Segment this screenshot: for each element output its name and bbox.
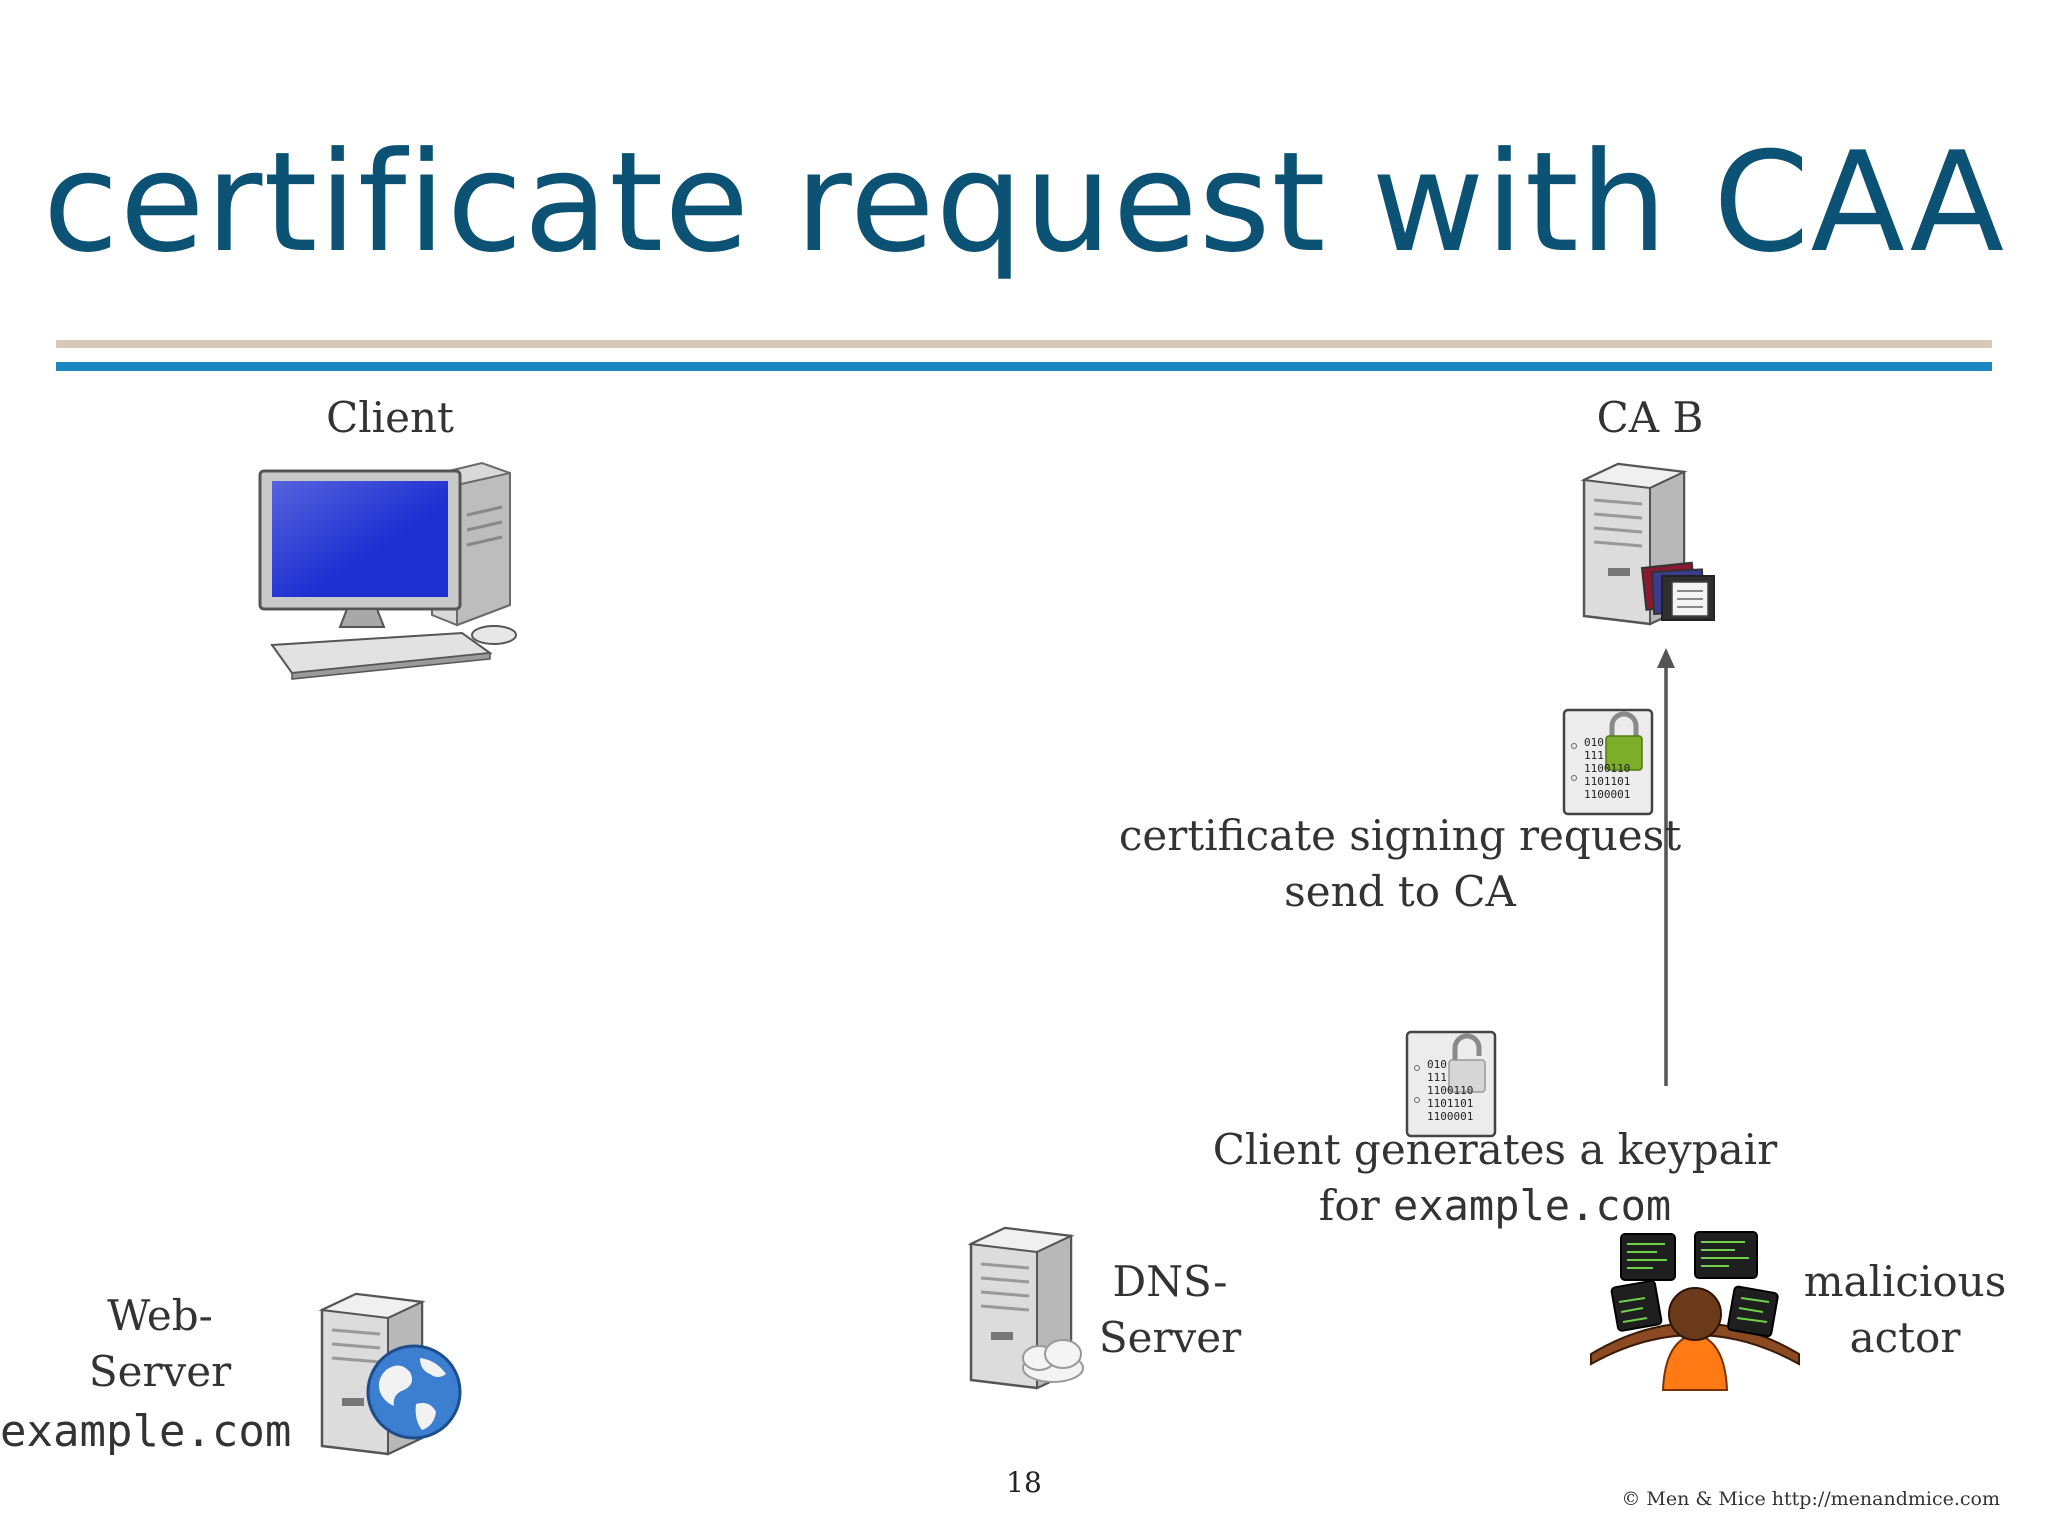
keypair-binary-4: 1100001: [1427, 1110, 1473, 1123]
csr-line1: certificate signing request: [1118, 811, 1682, 860]
hacker-at-monitors-icon: [1585, 1222, 1805, 1394]
slide-title: certificate request with CAA: [42, 122, 2006, 283]
keypair-binary-3: 1101101: [1427, 1097, 1473, 1110]
title-divider-blue: [56, 362, 1992, 371]
page-number: 18: [1006, 1466, 1042, 1499]
client-label: Client: [326, 393, 454, 442]
keypair-line2-prefix: for: [1318, 1181, 1394, 1230]
dns-server-cloud-icon: [965, 1222, 1095, 1392]
csr-label: certificate signing request send to CA: [1090, 808, 1710, 920]
keypair-domain: example.com: [1393, 1181, 1672, 1230]
title-divider-tan: [56, 340, 1992, 348]
desktop-computer-icon: [252, 455, 532, 680]
locked-document-icon: 010 111 1100110 1101101 1100001: [1562, 708, 1658, 818]
malicious-actor-label-line1: malicious: [1803, 1257, 2007, 1306]
keypair-binary-1: 111: [1427, 1071, 1447, 1084]
csr-binary-0: 010: [1584, 736, 1604, 749]
ca-b-label: CA B: [1596, 393, 1704, 442]
csr-arrow: [1654, 648, 1678, 1088]
dns-server-label-line2: Server: [1098, 1313, 1242, 1362]
keypair-binary-0: 010: [1427, 1058, 1447, 1071]
keypair-line1: Client generates a keypair: [1212, 1125, 1778, 1174]
web-server-label: Web- Server: [60, 1288, 260, 1400]
unlocked-document-icon: 010 111 1100110 1101101 1100001: [1405, 1030, 1501, 1140]
copyright-footer: © Men & Mice http://menandmice.com: [1621, 1488, 2000, 1510]
keypair-binary-2: 1100110: [1427, 1084, 1473, 1097]
web-server-label-line1: Web-: [107, 1291, 213, 1340]
csr-binary-3: 1101101: [1584, 775, 1630, 788]
certificate-server-icon: [1578, 458, 1728, 628]
csr-binary-4: 1100001: [1584, 788, 1630, 801]
csr-binary-1: 111: [1584, 749, 1604, 762]
dns-server-label-line1: DNS-: [1112, 1257, 1228, 1306]
keypair-label: Client generates a keypair for example.c…: [1195, 1122, 1795, 1234]
malicious-actor-label-line2: actor: [1849, 1313, 1961, 1362]
web-server-label-line2: Server: [88, 1347, 232, 1396]
keypair-line2: for example.com: [1195, 1178, 1795, 1234]
csr-line2: send to CA: [1284, 867, 1516, 916]
malicious-actor-label: malicious actor: [1800, 1254, 2010, 1366]
dns-server-label: DNS- Server: [1090, 1254, 1250, 1366]
web-server-domain: example.com: [0, 1406, 292, 1457]
csr-binary-2: 1100110: [1584, 762, 1630, 775]
web-server-globe-icon: [316, 1288, 466, 1458]
